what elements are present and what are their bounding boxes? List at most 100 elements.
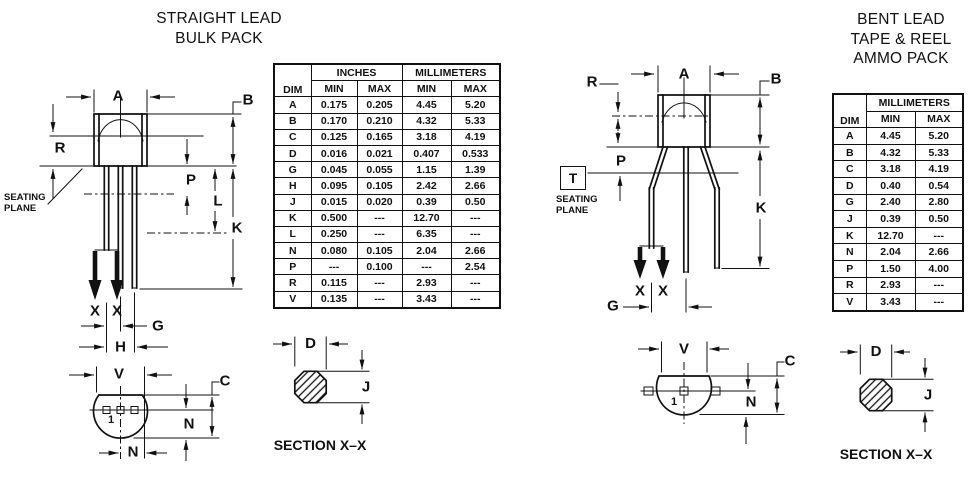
dim-value-cell: ---: [914, 293, 964, 312]
dim-value-cell: ---: [310, 258, 358, 276]
dim-label-g: G: [607, 298, 619, 315]
plane-word: PLANE: [4, 202, 37, 214]
dim-label-v: V: [679, 341, 689, 358]
dim-value-cell: 5.20: [450, 96, 501, 114]
dim-value-cell: 0.055: [356, 161, 403, 179]
dim-label-k: K: [756, 200, 767, 217]
dim-value-cell: 0.105: [356, 177, 403, 195]
bent-lead-bottom-view: V 1 C N: [638, 341, 796, 444]
dim-value-cell: 1.15: [401, 161, 452, 179]
dim-value-cell: 0.170: [310, 112, 358, 130]
dim-label-r: R: [587, 74, 598, 91]
dim-value-cell: 4.32: [865, 143, 916, 162]
dim-label-c: C: [220, 373, 231, 390]
unit-group-header: MILLIMETERS: [865, 93, 964, 112]
dim-value-cell: 5.20: [914, 127, 964, 145]
dim-label-j: J: [362, 379, 370, 396]
dim-value-cell: 0.020: [356, 193, 403, 211]
left-title-line2: BULK PACK: [175, 29, 263, 47]
seating-word: SEATING: [4, 192, 46, 203]
dim-value-cell: 0.125: [310, 128, 358, 146]
dim-label-p: P: [186, 172, 196, 189]
section-xx-caption-left: SECTION X–X: [273, 437, 367, 453]
dim-label-j: J: [924, 387, 932, 404]
seating-plane-label-left: SEATING PLANE: [4, 192, 46, 214]
dim-letter-cell: P: [832, 259, 867, 278]
dim-letter-cell: V: [273, 290, 312, 309]
section-xx-left: D J: [273, 335, 370, 424]
dim-value-cell: 3.43: [865, 293, 916, 312]
dim-label-p: P: [616, 153, 626, 170]
section-x-label: X: [635, 283, 645, 300]
dim-letter-cell: D: [273, 144, 312, 163]
dim-letter-cell: B: [273, 112, 312, 130]
dim-value-cell: 0.533: [450, 144, 501, 163]
right-variant-title: BENT LEAD TAPE & REEL AMMO PACK: [830, 10, 972, 69]
seating-plane-label-right: SEATING PLANE: [556, 194, 598, 216]
dim-letter-cell: J: [832, 210, 867, 228]
dim-letter-cell: N: [273, 242, 312, 260]
dim-letter-cell: K: [832, 226, 867, 245]
dim-label-r: R: [55, 140, 66, 157]
dim-value-cell: ---: [401, 258, 452, 276]
dim-value-cell: 1.39: [450, 161, 501, 179]
dim-value-cell: 0.095: [310, 177, 358, 195]
dim-value-cell: 0.50: [450, 193, 501, 211]
dim-value-cell: 4.19: [450, 128, 501, 146]
section-x-label: X: [658, 283, 668, 300]
dim-value-cell: 2.04: [865, 243, 916, 261]
pin1-label: 1: [671, 396, 677, 408]
dim-value-cell: 4.45: [401, 96, 452, 114]
lead-cross-section: [859, 378, 893, 412]
dim-letter-cell: B: [832, 143, 867, 162]
dim-value-cell: 2.66: [450, 242, 501, 260]
dim-value-cell: 3.18: [865, 160, 916, 178]
min-max-header: MIN: [865, 110, 916, 129]
min-max-header: MAX: [914, 110, 964, 129]
dim-value-cell: 0.080: [310, 242, 358, 260]
right-title-line3: AMMO PACK: [853, 50, 949, 67]
dim-label-g: G: [152, 318, 164, 335]
dim-value-cell: 2.66: [914, 243, 964, 261]
bent-lead-front-view: A R B K: [560, 65, 782, 315]
dim-value-cell: 2.42: [401, 177, 452, 195]
section-cut-arrows: X X: [633, 245, 670, 300]
dim-label-h: H: [115, 339, 126, 356]
dim-letter-cell: P: [273, 258, 312, 276]
section-x-label: X: [112, 303, 122, 320]
dim-value-cell: 1.50: [865, 259, 916, 278]
bent-leads: [648, 145, 721, 273]
dim-value-cell: ---: [914, 226, 964, 245]
min-max-header: MAX: [356, 80, 403, 98]
dim-letter-cell: R: [273, 274, 312, 292]
dim-label-n: N: [184, 416, 195, 433]
dim-value-cell: 12.70: [865, 226, 916, 245]
dim-label-c: C: [785, 353, 796, 370]
dim-label-b: B: [243, 92, 254, 109]
dim-letter-cell: C: [273, 128, 312, 146]
dim-label-v: V: [114, 366, 124, 383]
dim-value-cell: 0.407: [401, 144, 452, 163]
dim-label-n2: N: [128, 444, 139, 461]
section-cut-arrows: X X: [88, 249, 124, 320]
dim-value-cell: 2.04: [401, 242, 452, 260]
dim-value-cell: ---: [356, 290, 403, 309]
dim-value-cell: 0.115: [310, 274, 358, 292]
dim-label-k: K: [232, 220, 243, 237]
dim-letter-cell: C: [832, 160, 867, 178]
